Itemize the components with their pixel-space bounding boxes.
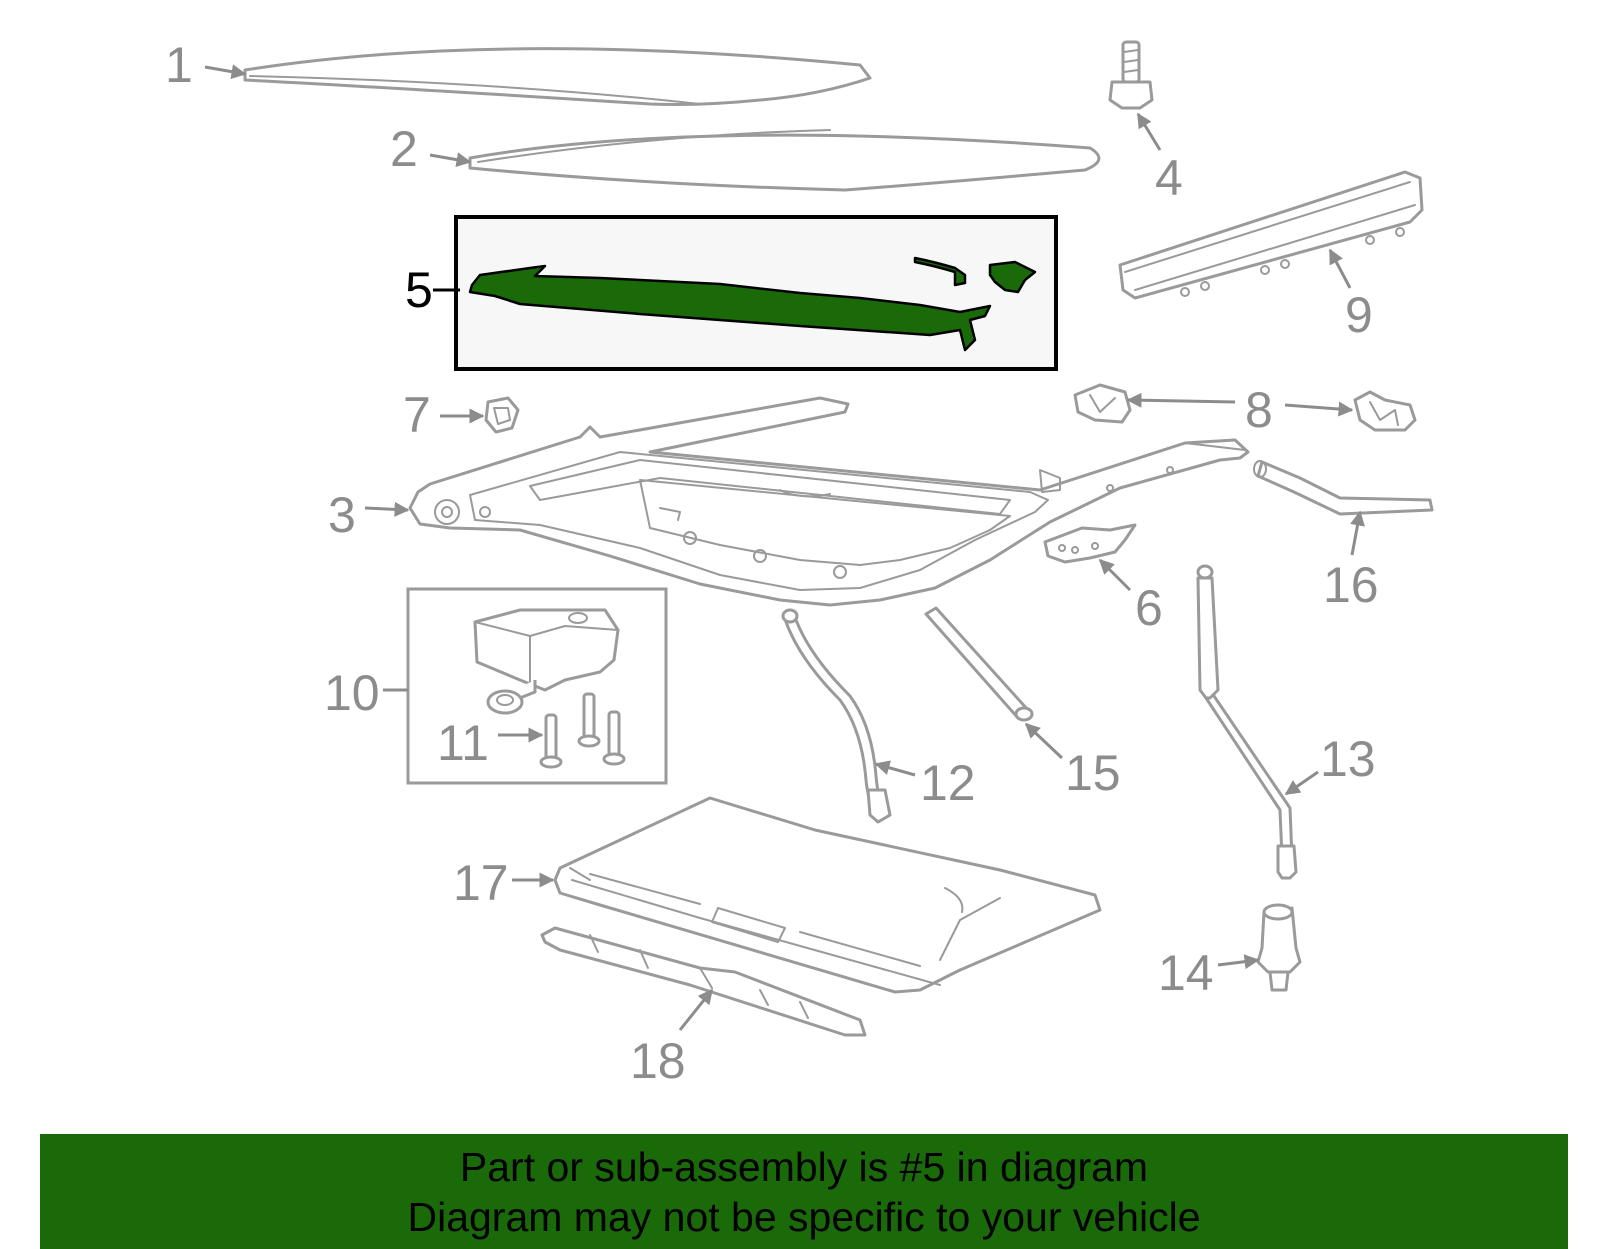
part-16-drain-hose[interactable] bbox=[1253, 460, 1434, 516]
callout-6: 6 bbox=[1098, 558, 1163, 636]
svg-text:1: 1 bbox=[165, 37, 193, 93]
part-4-bolt[interactable] bbox=[1108, 40, 1154, 110]
callout-16: 16 bbox=[1323, 510, 1379, 613]
callout-13: 13 bbox=[1284, 731, 1376, 796]
part-8-clip-left[interactable] bbox=[1073, 383, 1132, 424]
part-1-roof-panel[interactable] bbox=[243, 47, 872, 106]
svg-text:11: 11 bbox=[437, 715, 489, 771]
callout-12: 12 bbox=[874, 755, 976, 811]
svg-text:6: 6 bbox=[1135, 580, 1163, 636]
svg-text:13: 13 bbox=[1320, 731, 1376, 787]
part-17-shade-panel[interactable] bbox=[553, 796, 1102, 994]
part-10-box bbox=[406, 587, 668, 785]
svg-text:12: 12 bbox=[920, 755, 976, 811]
part-2-panel[interactable] bbox=[468, 129, 1101, 192]
svg-text:15: 15 bbox=[1065, 745, 1121, 801]
callout-8: 8 bbox=[1126, 382, 1354, 438]
svg-text:9: 9 bbox=[1345, 287, 1373, 343]
callout-9: 9 bbox=[1328, 248, 1373, 343]
svg-text:3: 3 bbox=[328, 487, 356, 543]
callout-4: 4 bbox=[1136, 112, 1183, 206]
part-9-rail[interactable] bbox=[1118, 170, 1424, 300]
part-13-drain-tube[interactable] bbox=[1196, 564, 1298, 880]
part-10-motor[interactable] bbox=[473, 608, 620, 715]
part-12-drain-tube[interactable] bbox=[781, 608, 892, 824]
callout-17: 17 bbox=[453, 855, 555, 911]
callout-3: 3 bbox=[328, 487, 410, 543]
svg-text:5: 5 bbox=[405, 262, 433, 318]
part-11-screws[interactable] bbox=[539, 692, 626, 769]
svg-text:14: 14 bbox=[1158, 945, 1214, 1001]
callout-1: 1 bbox=[165, 37, 247, 93]
part-8-clip-right[interactable] bbox=[1353, 390, 1417, 432]
callout-10: 10 bbox=[324, 665, 408, 721]
callout-2: 2 bbox=[390, 121, 472, 177]
part-5-highlighted-part[interactable] bbox=[468, 256, 1037, 352]
part-7-nut[interactable] bbox=[484, 396, 520, 434]
info-banner: Part or sub-assembly is #5 in diagram Di… bbox=[40, 1134, 1568, 1249]
callout-7: 7 bbox=[403, 387, 485, 443]
svg-text:7: 7 bbox=[403, 387, 431, 443]
part-3-sunroof-frame[interactable] bbox=[408, 396, 1250, 607]
callout-15: 15 bbox=[1024, 722, 1121, 801]
banner-line-1: Part or sub-assembly is #5 in diagram bbox=[459, 1143, 1149, 1190]
callout-18: 18 bbox=[630, 988, 714, 1089]
svg-text:18: 18 bbox=[630, 1033, 686, 1089]
svg-text:2: 2 bbox=[390, 121, 418, 177]
svg-text:17: 17 bbox=[453, 855, 509, 911]
part-6-bracket[interactable] bbox=[1043, 523, 1137, 564]
svg-text:16: 16 bbox=[1323, 557, 1379, 613]
callout-14: 14 bbox=[1158, 945, 1260, 1001]
callout-11: 11 bbox=[437, 715, 544, 771]
svg-text:8: 8 bbox=[1245, 382, 1273, 438]
part-14-connector[interactable] bbox=[1256, 903, 1302, 992]
callout-5: 5 bbox=[405, 262, 460, 318]
part-18-trim-strip[interactable] bbox=[540, 926, 867, 1037]
svg-text:10: 10 bbox=[324, 665, 380, 721]
svg-text:4: 4 bbox=[1155, 150, 1183, 206]
part-15-hose[interactable] bbox=[924, 606, 1034, 722]
banner-line-2: Diagram may not be specific to your vehi… bbox=[407, 1193, 1201, 1240]
